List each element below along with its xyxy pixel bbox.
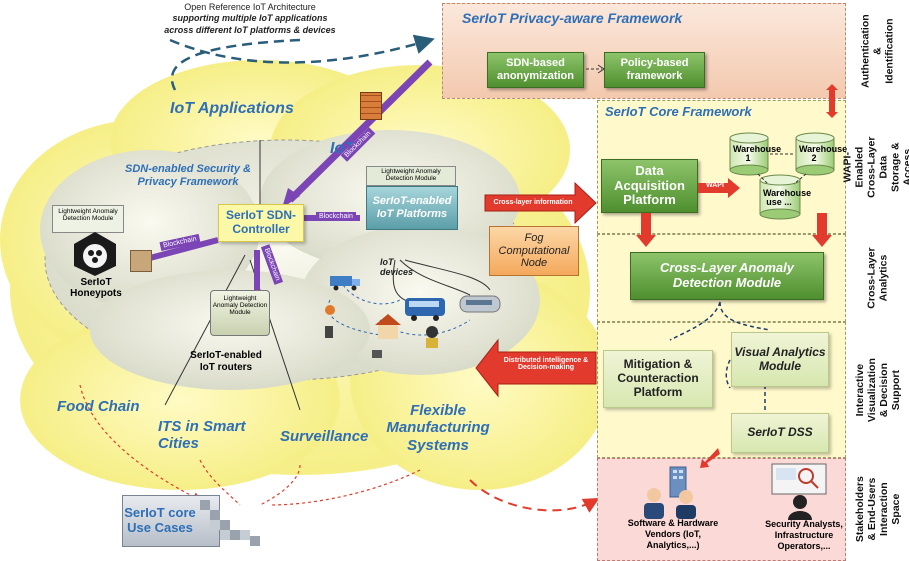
- iot-devices-label: IoT devices: [380, 257, 414, 277]
- bus-icon: [405, 298, 445, 321]
- blockchain-arrow-head: [282, 188, 300, 208]
- router-lightweight-box: Lightweight Anomaly Detection Module: [210, 290, 270, 336]
- analytics-links: [669, 301, 771, 410]
- iot-applications-label: IoT Applications: [170, 100, 294, 117]
- sdn-security-label: SDN-enabled Security & Privacy Framework: [125, 163, 251, 189]
- warehouse-1-icon: [729, 132, 769, 176]
- side-label-visualization-text: Interactive Visualization & Decision Sup…: [853, 357, 902, 422]
- header-note-line2: supporting multiple IoT applications: [172, 13, 328, 24]
- privacy-link-arrow: [586, 64, 605, 74]
- honeypot-lightweight-box: Lightweight Anomaly Detection Module: [52, 205, 124, 233]
- use-cases-blocks: [200, 500, 260, 546]
- side-label-auth-text: Authentication & Identification: [859, 14, 896, 88]
- side-label-storage-text: WAPI-Enabled Cross-Layer Data Storage & …: [841, 136, 909, 198]
- robot-icon: [426, 326, 438, 348]
- warehouse-2-label: Warehouse 2: [799, 144, 848, 164]
- side-label-visualization: Interactive Visualization & Decision Sup…: [846, 322, 909, 458]
- side-label-storage: WAPI-Enabled Cross-Layer Data Storage & …: [841, 100, 909, 234]
- routers-label: SerIoT-enabled IoT routers: [190, 350, 262, 373]
- honeypots-label: SerIoT Honeypots: [70, 277, 122, 299]
- use-cases-box: SerIoT core Use Cases: [122, 495, 220, 547]
- warehouse-2-icon: [795, 132, 835, 176]
- visual-analytics-box: Visual Analytics Module: [731, 332, 829, 387]
- side-label-analytics-text: Cross-Layer Analytics: [865, 247, 890, 309]
- policy-framework-box: Policy-based framework: [604, 52, 705, 88]
- distributed-arrow: [475, 338, 597, 398]
- sensor-icon: [325, 305, 335, 315]
- analysts-label: Security Analysts, Infrastructure Operat…: [765, 519, 843, 551]
- privacy-framework-title: SerIoT Privacy-aware Framework: [462, 10, 683, 26]
- warehouse-group: [729, 132, 835, 220]
- warehouse-3-icon: [759, 174, 801, 220]
- blockchain-label-platforms: Blockchain: [316, 212, 356, 221]
- header-note: Open Reference IoT Architecture supporti…: [140, 2, 360, 36]
- truck-icon: [330, 276, 360, 291]
- vendors-icon: [644, 466, 696, 519]
- its-label: ITS in Smart Cities: [158, 418, 246, 453]
- flexible-label: Flexible Manufacturing Systems: [386, 402, 490, 454]
- dss-red-arrow: [700, 448, 720, 468]
- sdn-anonymization-box: SDN-based anonymization: [487, 52, 584, 88]
- warehouse-1-label: Warehouse 1: [733, 144, 782, 164]
- wapi-down-arrow-1: [636, 213, 656, 247]
- warehouse-3-label: Warehouse use ...: [763, 188, 812, 208]
- dss-box: SerIoT DSS: [731, 413, 829, 453]
- wapi-down-arrow-2: [812, 213, 832, 247]
- train-icon: [459, 295, 501, 313]
- header-note-line1: Open Reference IoT Architecture: [184, 2, 316, 12]
- data-acquisition-box: Data Acquisition Platform: [601, 159, 698, 213]
- side-label-stakeholders-text: Stakeholders & End-Users Interaction Spa…: [853, 476, 902, 543]
- mitigation-box: Mitigation & Counteraction Platform: [603, 350, 713, 408]
- vendors-label: Software & Hardware Vendors (IoT, Analyt…: [627, 518, 719, 550]
- iot-platforms-box: SerIoT-enabled IoT Platforms: [366, 186, 458, 230]
- camera-icon: [372, 350, 382, 358]
- side-label-auth: Authentication & Identification: [846, 3, 909, 99]
- core-framework-title: SerIoT Core Framework: [605, 104, 752, 119]
- analysts-icon: [771, 463, 827, 520]
- sdn-controller-box: SerIoT SDN-Controller: [218, 204, 304, 242]
- iot-devices-icons: [325, 276, 501, 358]
- server-icon: [130, 250, 152, 272]
- auth-link-arrow: [826, 84, 838, 118]
- wapi-arrow: [698, 178, 740, 198]
- platform-lightweight-box: Lightweight Anomaly Detection Module: [366, 166, 456, 186]
- fog-node-box: Fog Computational Node: [489, 226, 579, 276]
- side-label-analytics: Cross-Layer Analytics: [846, 234, 909, 322]
- wapi-label: WAPI: [706, 182, 724, 189]
- food-chain-label: Food Chain: [57, 398, 140, 415]
- anomaly-detection-box: Cross-Layer Anomaly Detection Module: [630, 252, 824, 300]
- surveillance-label: Surveillance: [280, 428, 369, 445]
- cross-layer-arrow: [484, 181, 597, 225]
- cross-layer-label: Cross-layer information: [493, 199, 573, 206]
- phone-icon: [325, 326, 333, 338]
- honeypot-icon: [74, 232, 116, 276]
- firewall-icon: [360, 92, 382, 120]
- distributed-label: Distributed intelligence & Decision-maki…: [503, 357, 589, 372]
- house-icon: [375, 314, 401, 339]
- header-note-line3: across different IoT platforms & devices: [164, 24, 336, 35]
